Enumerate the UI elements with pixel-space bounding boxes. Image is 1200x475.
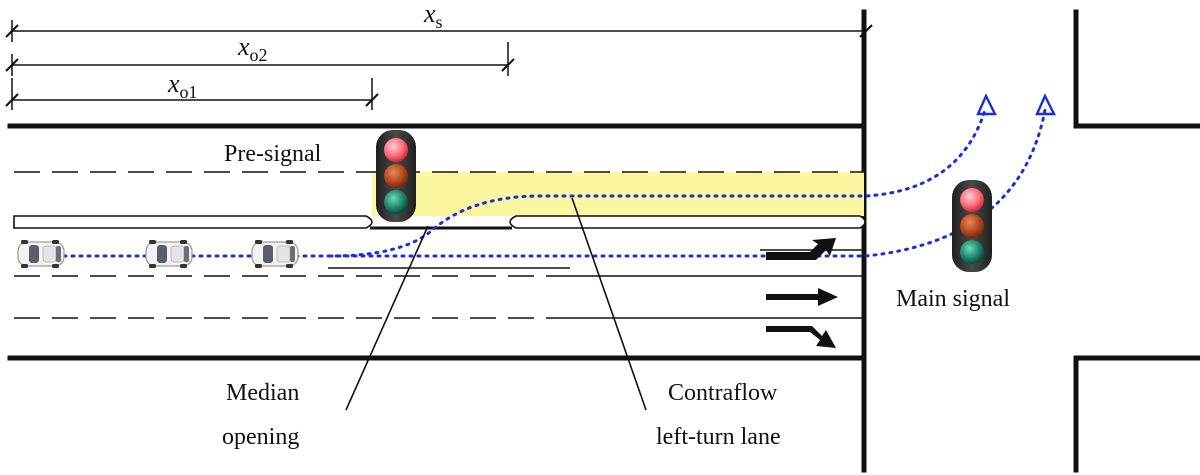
median-opening-label-line2: opening xyxy=(222,424,299,450)
path-arrowhead-icon xyxy=(976,93,997,116)
vehicles xyxy=(17,239,299,269)
right-turn-arrow-icon xyxy=(766,326,836,348)
main-signal-traffic-light-icon xyxy=(952,180,992,272)
main-signal-label: Main signal xyxy=(896,286,1010,312)
leader-lines xyxy=(345,197,647,411)
car-icon xyxy=(251,239,299,269)
contraflow-lane xyxy=(372,172,864,216)
contraflow-label-line1: Contraflow xyxy=(668,380,778,406)
through-arrow-icon xyxy=(766,288,838,306)
contraflow-label-line2: left-turn lane xyxy=(656,424,781,450)
lane-arrows xyxy=(766,238,838,348)
vehicle-path xyxy=(38,108,1047,258)
road-boundaries xyxy=(7,9,1200,473)
lane-markings xyxy=(14,171,864,319)
pre-signal-traffic-light-icon xyxy=(376,130,416,222)
dimension-xo2-label: xo2 xyxy=(237,32,268,65)
car-icon xyxy=(145,239,193,269)
dimension-xo1-label: xo1 xyxy=(167,69,198,102)
path-arrowhead-icon xyxy=(1035,93,1056,116)
dimension-xs-label: xs xyxy=(423,0,443,32)
median-island xyxy=(13,215,866,229)
dimension-xo1 xyxy=(5,78,379,110)
median-opening-label-line1: Median xyxy=(226,380,299,406)
pre-signal-label: Pre-signal xyxy=(224,141,322,167)
dimension-xo2 xyxy=(5,42,515,76)
path-arrow-heads xyxy=(976,93,1056,116)
left-turn-arrow-icon xyxy=(766,238,836,260)
car-icon xyxy=(17,239,65,269)
